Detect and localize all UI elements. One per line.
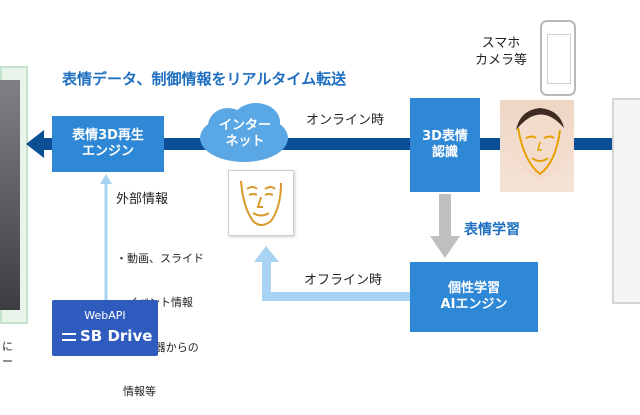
external-info-item: 情報等	[116, 385, 156, 399]
external-info-label: 外部情報	[116, 192, 169, 207]
sb-drive-logo-icon	[62, 333, 76, 335]
smartphone-camera-label: スマホカメラ等	[474, 36, 527, 68]
face-wireframe-card	[228, 170, 294, 236]
face-wireframe-icon	[240, 180, 282, 226]
sb-drive-webapi-box: WebAPI SB Drive	[52, 300, 158, 356]
left-partial-text: にー	[2, 340, 13, 368]
diagram-title: 表情データ、制御情報をリアルタイム転送	[62, 70, 347, 88]
external-info-item: ・動画、スライド	[116, 251, 204, 265]
left-display-image	[0, 80, 20, 310]
internet-label: インターネット	[218, 117, 271, 149]
smartphone-icon	[540, 20, 576, 96]
online-label: オンライン時	[306, 113, 385, 128]
sb-drive-logo-text: SB Drive	[80, 327, 153, 345]
offline-label: オフライン時	[304, 273, 383, 288]
right-device-frame	[612, 98, 640, 304]
expression-learning-label: 表情学習	[464, 222, 520, 238]
3d-recognition-box: 3D表情認識	[410, 98, 480, 192]
3d-playback-engine-box: 表情3D再生エンジン	[52, 116, 164, 172]
webapi-label: WebAPI	[84, 309, 126, 322]
internet-cloud-icon	[200, 103, 288, 162]
face-photo-image	[500, 100, 574, 192]
